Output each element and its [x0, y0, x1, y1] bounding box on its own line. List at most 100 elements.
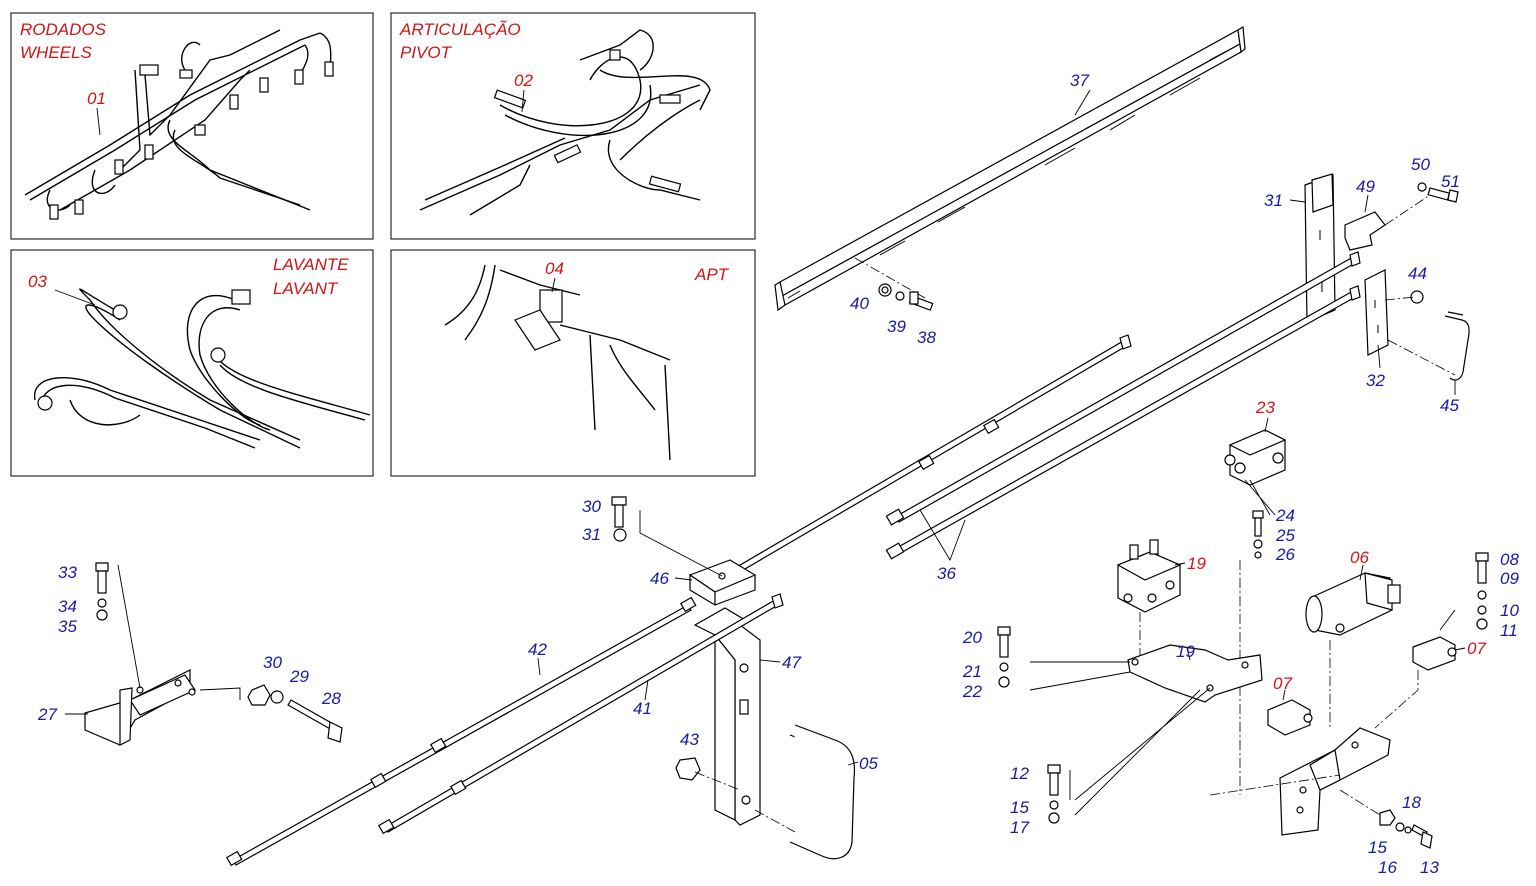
callout-13: 13 [1420, 858, 1439, 877]
beam-37: 37 [774, 25, 1246, 312]
bracket-27: 27 [37, 564, 241, 746]
callout-02: 02 [514, 71, 533, 90]
callout-29: 29 [289, 667, 309, 686]
callout-24: 24 [1275, 506, 1295, 525]
bolt-12-17: 12 15 17 [1010, 687, 1211, 837]
callout-06: 06 [1350, 548, 1369, 567]
callout-37: 37 [1070, 71, 1089, 90]
callout-41: 41 [633, 699, 652, 718]
callout-44: 44 [1408, 264, 1427, 283]
inset-pivot-title-pt: ARTICULAÇÃO [399, 20, 521, 39]
callout-22: 22 [962, 682, 982, 701]
inset-pivot-title-fr: PIVOT [400, 43, 453, 62]
callout-08: 08 [1500, 550, 1519, 569]
bracket-46: 46 [639, 510, 757, 607]
inset-lift-title-pt: LAVANTE [273, 255, 349, 274]
inset-lift-title-fr: LAVANT [273, 279, 339, 298]
callout-42: 42 [528, 640, 547, 659]
callout-31-center: 31 [582, 525, 601, 544]
callout-35: 35 [58, 617, 77, 636]
inset-wheels-title-pt: RODADOS [20, 20, 107, 39]
callout-47: 47 [782, 653, 801, 672]
callout-36: 36 [937, 564, 956, 583]
callout-03: 03 [28, 272, 47, 291]
callout-18: 18 [1402, 793, 1421, 812]
pump-06: 06 [1305, 548, 1401, 730]
bolt-33-35: 33 34 35 [58, 562, 109, 636]
bracket-32-right: 32 [1364, 269, 1389, 390]
bolt-30-31-center: 30 31 [582, 496, 627, 544]
valve-07-lower: 07 [1267, 674, 1313, 736]
callout-15-right: 15 [1368, 838, 1387, 857]
callout-11: 11 [1500, 621, 1518, 640]
callout-25: 25 [1275, 526, 1295, 545]
callout-45: 45 [1440, 396, 1459, 415]
callout-05: 05 [859, 754, 878, 773]
callout-01: 01 [87, 89, 106, 108]
callout-27: 27 [37, 705, 57, 724]
bolt-28-30-left: 30 29 28 [247, 653, 343, 743]
callout-30-center: 30 [582, 497, 601, 516]
callout-07-lower: 07 [1273, 674, 1292, 693]
tube-41: 41 [377, 593, 784, 835]
callout-16: 16 [1378, 858, 1397, 877]
callout-33: 33 [58, 563, 77, 582]
inset-pivot: ARTICULAÇÃO PIVOT 02 [390, 12, 756, 240]
plate-19: 19 [1029, 642, 1263, 703]
callout-12: 12 [1010, 764, 1029, 783]
lift-hose-harness [34, 288, 371, 449]
callout-51: 51 [1441, 172, 1460, 191]
bolt-24-26: 24 25 26 [1239, 506, 1295, 795]
pivot-hose-harness [419, 29, 711, 216]
callout-19-plate: 19 [1176, 642, 1195, 661]
callout-30-left: 30 [263, 653, 282, 672]
callout-46: 46 [650, 569, 669, 588]
callout-26: 26 [1275, 545, 1295, 564]
callout-09: 09 [1500, 569, 1519, 588]
callout-07-upper: 07 [1467, 639, 1486, 658]
callout-19-valve: 19 [1187, 554, 1206, 573]
inset-apt: APT 04 [390, 249, 756, 477]
wheels-hose-harness [24, 29, 334, 220]
callout-17: 17 [1010, 818, 1029, 837]
callout-40: 40 [850, 294, 869, 313]
inset-lift: LAVANTE LAVANT 03 [10, 249, 374, 477]
apt-hose-harness [444, 264, 671, 461]
bolt-13-18: 18 15 16 13 [1339, 789, 1439, 877]
callout-20: 20 [962, 628, 982, 647]
valve-block-19: 19 [1116, 539, 1206, 660]
inset-wheels: RODADOS WHEELS 01 [10, 12, 374, 240]
nut-44-ubolt-45: 44 45 [1384, 264, 1470, 415]
bolt-20-22: 20 21 22 [962, 626, 1011, 701]
pump-bracket [1209, 727, 1391, 836]
bolt-08-11: 08 09 10 11 [1439, 550, 1519, 640]
callout-43: 43 [680, 730, 699, 749]
ubolt-05: 05 [754, 724, 878, 860]
callout-39: 39 [887, 317, 906, 336]
callout-04: 04 [545, 259, 564, 278]
callout-32: 32 [1366, 371, 1385, 390]
nut-43: 43 [675, 730, 741, 791]
valve-07-upper: 07 [1374, 636, 1486, 729]
tubes-36: 36 [885, 251, 1361, 583]
callout-38: 38 [917, 328, 936, 347]
callout-31-right: 31 [1264, 191, 1283, 210]
callout-50: 50 [1411, 155, 1430, 174]
callout-34: 34 [58, 597, 77, 616]
callout-28: 28 [321, 689, 341, 708]
tube-42: 42 [225, 596, 697, 867]
callout-21: 21 [962, 662, 982, 681]
bolt-50-51: 50 51 [1384, 155, 1460, 226]
callout-23: 23 [1255, 398, 1275, 417]
callout-49: 49 [1356, 177, 1375, 196]
clamp-49: 49 [1344, 177, 1386, 251]
callout-10: 10 [1500, 601, 1519, 620]
bolt-assembly-38-40: 40 39 38 [850, 257, 936, 347]
inset-apt-title: APT [694, 265, 730, 284]
valve-23: 23 [1224, 398, 1287, 516]
callout-15-left: 15 [1010, 798, 1029, 817]
bracket-31-right: 31 [1264, 173, 1336, 323]
bracket-47: 47 [693, 607, 801, 826]
inset-wheels-title-fr: WHEELS [20, 43, 92, 62]
